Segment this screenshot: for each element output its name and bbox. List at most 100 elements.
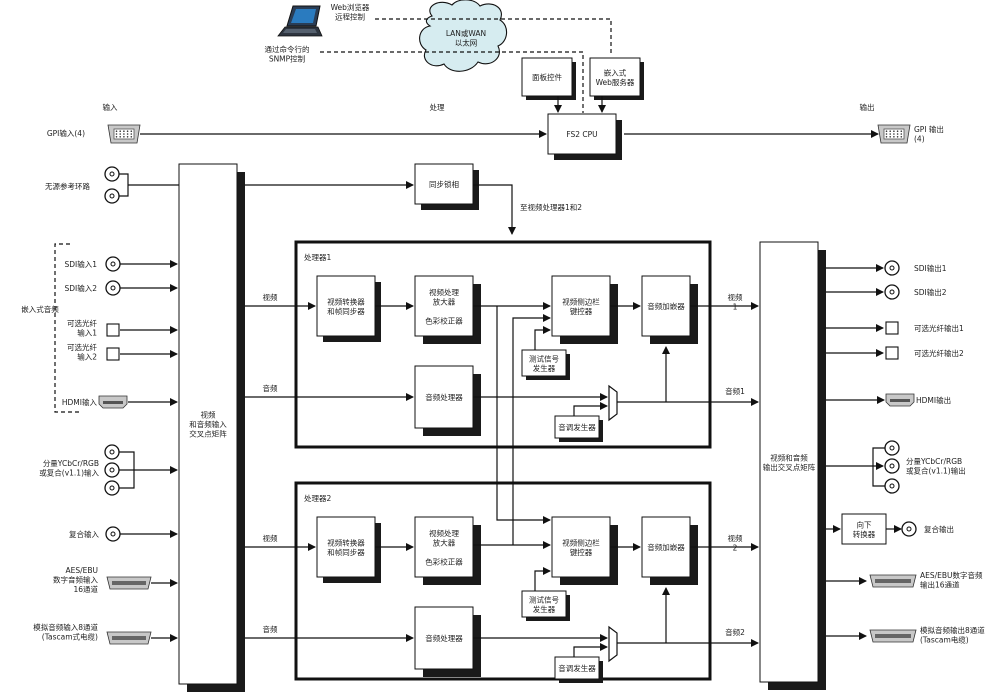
processor-2-title: 处理器2 <box>304 493 331 503</box>
proc1-testgen-block-body <box>521 349 567 377</box>
proc2-audio-proc-block[interactable]: 音频处理器 <box>414 606 481 677</box>
genlock-block-label: 同步锁相 <box>429 179 459 189</box>
fiber-output-2-label: 可选光纤输出2 <box>914 348 964 358</box>
downconverter-block-label: 向下 <box>857 519 872 529</box>
component-output-label-line: 分量YCbCr/RGB <box>906 457 962 466</box>
column-header-input: 输入 <box>103 102 118 112</box>
proc2-audio-proc-block-label: 音频处理器 <box>425 633 463 643</box>
proc1-audio-proc-block-label: 音频处理器 <box>425 392 463 402</box>
sdi-input-2-label: SDI输入2 <box>64 283 97 293</box>
proc1-audio-proc-block-body <box>414 365 474 429</box>
proc2-video-out-label-line: 视频 <box>728 533 743 543</box>
fiber-input-2-label-line: 输入2 <box>77 352 97 362</box>
proc2-converter-block-body <box>316 516 376 578</box>
proc1-keyer-block-label: 视频侧边栏 <box>562 296 600 306</box>
sdi-input-1-label-line: SDI输入1 <box>64 259 97 269</box>
web-control-label-line: Web浏览器 <box>331 2 370 12</box>
genlock-block-body <box>414 163 474 205</box>
fs2-cpu-block[interactable]: FS2 CPU <box>547 113 622 160</box>
proc1-tonegen-block-label: 音调发生器 <box>558 422 596 432</box>
composite-output-label-line: 复合输出 <box>924 524 954 534</box>
ref-loop-label-line: 无源参考环路 <box>45 181 90 191</box>
web-server-block-label: Web服务器 <box>596 77 635 87</box>
proc1-audio-out-label-line: 音频1 <box>725 386 745 396</box>
component-bnc-3 <box>104 480 120 496</box>
component-out-bridge <box>872 447 885 487</box>
panel-controls-block-label: 面板控件 <box>532 72 562 82</box>
proc2-procamp-block-label: 放大器 <box>433 537 456 547</box>
sdi-output-1-label-line: SDI输出1 <box>914 263 947 273</box>
proc1-audio-in-label-line: 音频 <box>263 383 278 393</box>
proc1-embedder-block-body <box>641 275 691 337</box>
ref-loop-label: 无源参考环路 <box>45 181 90 191</box>
proc2-tonegen-block[interactable]: 音调发生器 <box>554 656 603 683</box>
aes-input-label-line: 数字音频输入 <box>53 575 98 585</box>
fiber-input-1-label-line: 输入1 <box>77 328 97 338</box>
proc1-audio-proc-block[interactable]: 音频处理器 <box>414 365 481 436</box>
embedded-audio-label-line: 嵌入式音频 <box>21 304 59 314</box>
proc1-to-proc2-keyer-feed <box>496 306 551 524</box>
proc2-audio-proc-block-body <box>414 606 474 670</box>
output-crosspoint-matrix-label: 输出交叉点矩阵 <box>763 462 816 472</box>
fiber-output-2-label-line: 可选光纤输出2 <box>914 348 964 358</box>
proc2-video-out-label: 视频2 <box>728 533 743 553</box>
proc1-keyer-block-label: 键控器 <box>570 306 593 316</box>
proc2-keyer-block-body <box>551 516 611 578</box>
composite-input-connector <box>105 526 121 542</box>
gpi-output-connector <box>877 124 911 144</box>
proc1-procamp-block-label: 色彩校正器 <box>425 315 463 325</box>
proc2-video-out-label-line: 2 <box>733 544 738 553</box>
column-header-output: 输出 <box>860 102 875 112</box>
analog-output-label-line: (Tascam电缆) <box>920 635 969 645</box>
gpi-input-label-line: GPI输入(4) <box>47 128 85 138</box>
genlock-block[interactable]: 同步锁相 <box>414 163 479 210</box>
column-header-process-line: 处理 <box>430 102 445 112</box>
proc2-to-proc1-keyer-feed <box>512 314 551 545</box>
fiber-output-1-label: 可选光纤输出1 <box>914 323 964 333</box>
component-out-bnc-1 <box>884 440 900 456</box>
fiber-output-1-connector <box>885 321 899 335</box>
embedded-audio-bracket <box>54 243 80 413</box>
snmp-control-label-line: 通过命令行的 <box>265 44 310 54</box>
input-crosspoint-matrix-label: 和音频输入 <box>189 419 227 429</box>
column-header-output-line: 输出 <box>860 102 875 112</box>
proc2-tonegen-block-label: 音调发生器 <box>558 663 596 673</box>
proc1-embedder-block[interactable]: 音频加嵌器 <box>641 275 698 344</box>
panel-controls-block[interactable]: 面板控件 <box>521 57 576 100</box>
analog-input-connector <box>106 631 152 645</box>
input-crosspoint-matrix-label: 视频 <box>201 410 216 420</box>
sdi-input-2-connector <box>105 280 121 296</box>
analog-output-label: 模拟音频输出8通道(Tascam电缆) <box>920 625 985 645</box>
fs2-cpu-block-body <box>547 113 617 155</box>
component-bnc-1 <box>104 444 120 460</box>
proc1-video-in-label: 视频 <box>263 292 278 302</box>
proc2-embedder-block[interactable]: 音频加嵌器 <box>641 516 698 585</box>
output-crosspoint-matrix-label: 视频和音频 <box>770 452 808 462</box>
proc1-tonegen-block[interactable]: 音调发生器 <box>554 415 603 442</box>
proc2-testgen-to-keyer <box>534 567 551 591</box>
aes-input-label-line: AES/EBU <box>65 566 98 575</box>
proc2-procamp-block-label: 视频处理 <box>429 528 459 538</box>
fiber-input-2-label-line: 可选光纤 <box>67 342 97 352</box>
proc2-audio-out-label-line: 音频2 <box>725 627 745 637</box>
aes-output-connector <box>869 574 917 588</box>
network-cloud-label-line: LAN或WAN <box>446 28 486 38</box>
